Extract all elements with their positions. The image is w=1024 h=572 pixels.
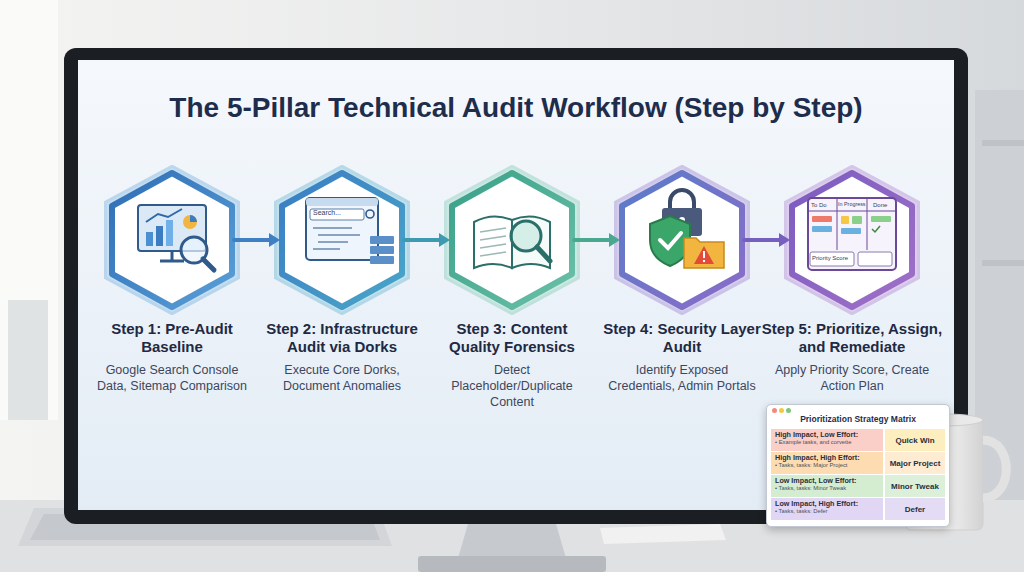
arrow-head (439, 233, 450, 247)
window-dot (786, 408, 791, 413)
window-dot (772, 408, 777, 413)
matrix-outcome-cell: Minor Tweak (885, 475, 945, 497)
matrix-criteria-cell: High Impact, High Effort:• Tasks, tasks:… (771, 452, 883, 474)
matrix-card: Prioritization Strategy MatrixHigh Impac… (766, 404, 950, 527)
hexagon-glow (617, 168, 747, 312)
step-node: Step 5: Prioritize, Assign, and Remediat… (757, 165, 947, 395)
icon-label: Search... (313, 209, 341, 217)
icon-label: To Do (811, 202, 827, 209)
step-heading: Step 5: Prioritize, Assign, and Remediat… (757, 320, 947, 355)
window-dot (779, 408, 784, 413)
matrix-outcome-cell: Major Project (885, 452, 945, 474)
flow-arrow (404, 238, 441, 242)
hexagon-outline (272, 165, 412, 315)
matrix-outcome-cell: Defer (885, 498, 945, 520)
step-description: Execute Core Dorks, Document Anomalies (262, 363, 422, 394)
step-description: Identify Exposed Credentials, Admin Port… (602, 363, 762, 394)
hexagon-border (452, 173, 572, 307)
matrix-outcome-cell: Quick Win (885, 429, 945, 451)
hexagon-glow (107, 168, 237, 312)
matrix-criteria: High Impact, Low Effort: (775, 431, 879, 439)
hexagon-outline (612, 165, 752, 315)
hexagon-glow (787, 168, 917, 312)
hexagon-glow (277, 168, 407, 312)
step-description: Google Search Console Data, Sitemap Comp… (92, 363, 252, 394)
step-node: Step 4: Security Layer AuditIdentify Exp… (602, 165, 762, 395)
matrix-criteria-cell: Low Impact, Low Effort:• Tasks, tasks: M… (771, 475, 883, 497)
matrix-example: • Tasks, tasks: Minor Tweak (775, 485, 879, 492)
icon-label: Done (873, 202, 887, 209)
step-node: Step 1: Pre-Audit BaselineGoogle Search … (92, 165, 252, 395)
diagram-title: The 5-Pillar Technical Audit Workflow (S… (80, 92, 952, 124)
arrow-head (269, 233, 280, 247)
step-node: Step 3: Content Quality ForensicsDetect … (432, 165, 592, 410)
hexagon-border (282, 173, 402, 307)
matrix-example: • Tasks, tasks: Major Project (775, 462, 879, 469)
step-node: Step 2: Infrastructure Audit via DorksEx… (262, 165, 422, 395)
matrix-criteria: Low Impact, High Effort: (775, 500, 879, 508)
matrix-outcome: Quick Win (895, 436, 934, 445)
hexagon-outline (442, 165, 582, 315)
matrix-outcome: Major Project (890, 459, 941, 468)
matrix-example: • Tasks, tasks: Defer (775, 508, 879, 515)
step-description: Detect Placeholder/Duplicate Content (432, 363, 592, 410)
flow-arrow (234, 238, 271, 242)
hexagon-border (792, 173, 912, 307)
flow-arrow (744, 238, 781, 242)
hexagon-outline (782, 165, 922, 315)
arrow-head (609, 233, 620, 247)
hexagon-border (622, 173, 742, 307)
hexagon-outline (102, 165, 242, 315)
matrix-criteria: Low Impact, Low Effort: (775, 477, 879, 485)
step-heading: Step 3: Content Quality Forensics (432, 320, 592, 355)
matrix-title: Prioritization Strategy Matrix (767, 415, 949, 424)
matrix-criteria: High Impact, High Effort: (775, 454, 879, 462)
step-description: Apply Priority Score, Create Action Plan (757, 363, 947, 394)
hexagon-glow (447, 168, 577, 312)
icon-label: In Progress (838, 202, 866, 208)
matrix-criteria-cell: High Impact, Low Effort:• Example tasks,… (771, 429, 883, 451)
matrix-outcome: Defer (905, 505, 925, 514)
matrix-criteria-cell: Low Impact, High Effort:• Tasks, tasks: … (771, 498, 883, 520)
step-heading: Step 1: Pre-Audit Baseline (92, 320, 252, 355)
arrow-head (779, 233, 790, 247)
matrix-outcome: Minor Tweak (891, 482, 939, 491)
matrix-example: • Example tasks, and corvette (775, 439, 879, 446)
hexagon-border (112, 173, 232, 307)
flow-arrow (574, 238, 611, 242)
icon-label: Priority Score (812, 255, 848, 262)
step-heading: Step 2: Infrastructure Audit via Dorks (262, 320, 422, 355)
step-heading: Step 4: Security Layer Audit (602, 320, 762, 355)
